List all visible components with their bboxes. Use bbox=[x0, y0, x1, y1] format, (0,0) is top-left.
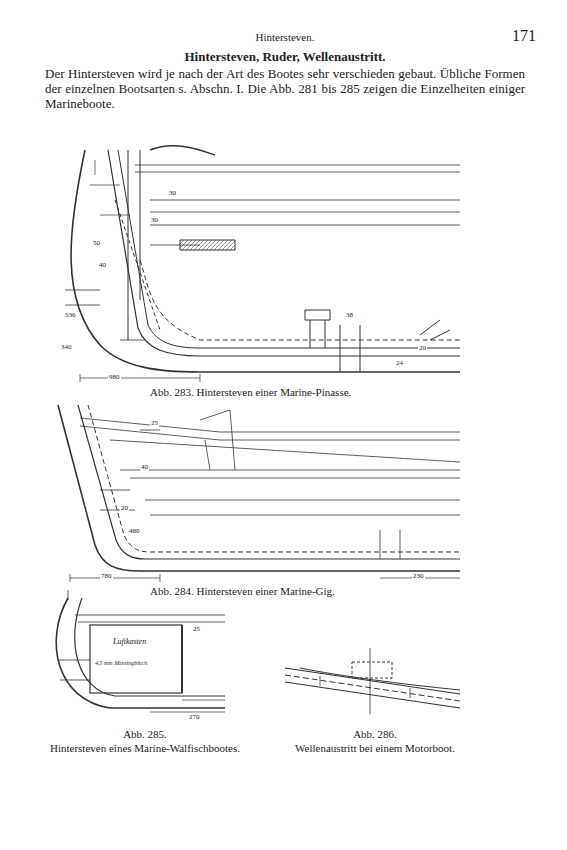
dimension: 270 bbox=[188, 714, 201, 721]
gig-stern bbox=[58, 405, 460, 582]
dimension: 50 bbox=[92, 240, 101, 247]
dimension: 38 bbox=[345, 312, 354, 319]
dimension: 20 bbox=[120, 505, 129, 512]
page-number: 171 bbox=[512, 27, 536, 45]
dimension: 40 bbox=[140, 464, 149, 471]
dimension: 20 bbox=[418, 345, 427, 352]
figure-caption: Hintersteven eines Marine-Walfischbootes… bbox=[45, 742, 245, 755]
figure-caption: Wellenaustritt bei einem Motorboot. bbox=[290, 742, 460, 755]
dimension: 30 bbox=[168, 190, 177, 197]
figure-caption: Abb. 286. bbox=[290, 728, 460, 741]
dimension: 980 bbox=[108, 374, 121, 381]
body-paragraph: Der Hintersteven wird je nach der Art de… bbox=[45, 67, 525, 112]
dimension: 230 bbox=[412, 573, 425, 580]
dimension: 25 bbox=[192, 626, 201, 633]
dimension: 536 bbox=[64, 312, 77, 319]
figure-caption: Abb. 285. bbox=[60, 728, 230, 741]
part-name: 4,5 mm Messingblech bbox=[94, 660, 148, 666]
dimension: 24 bbox=[395, 360, 404, 367]
dimension: 480 bbox=[128, 528, 141, 535]
dimension: 340 bbox=[60, 344, 73, 351]
dimension: 25 bbox=[150, 420, 159, 427]
running-head: Hintersteven. bbox=[45, 31, 525, 44]
shaft-exit bbox=[285, 648, 460, 714]
dimension: 30 bbox=[150, 217, 159, 224]
section-heading: Hintersteven, Ruder, Wellenaustritt. bbox=[45, 50, 525, 65]
figure-caption: Abb. 284. Hintersteven einer Marine-Gig. bbox=[150, 585, 335, 598]
part-name: Luftkasten bbox=[112, 638, 147, 646]
pinnace-stern bbox=[65, 146, 460, 382]
dimension: 780 bbox=[100, 573, 113, 580]
dimension: 40 bbox=[98, 262, 107, 269]
whaleboat-stern bbox=[56, 590, 225, 712]
figure-caption: Abb. 283. Hintersteven einer Marine-Pina… bbox=[150, 386, 351, 399]
